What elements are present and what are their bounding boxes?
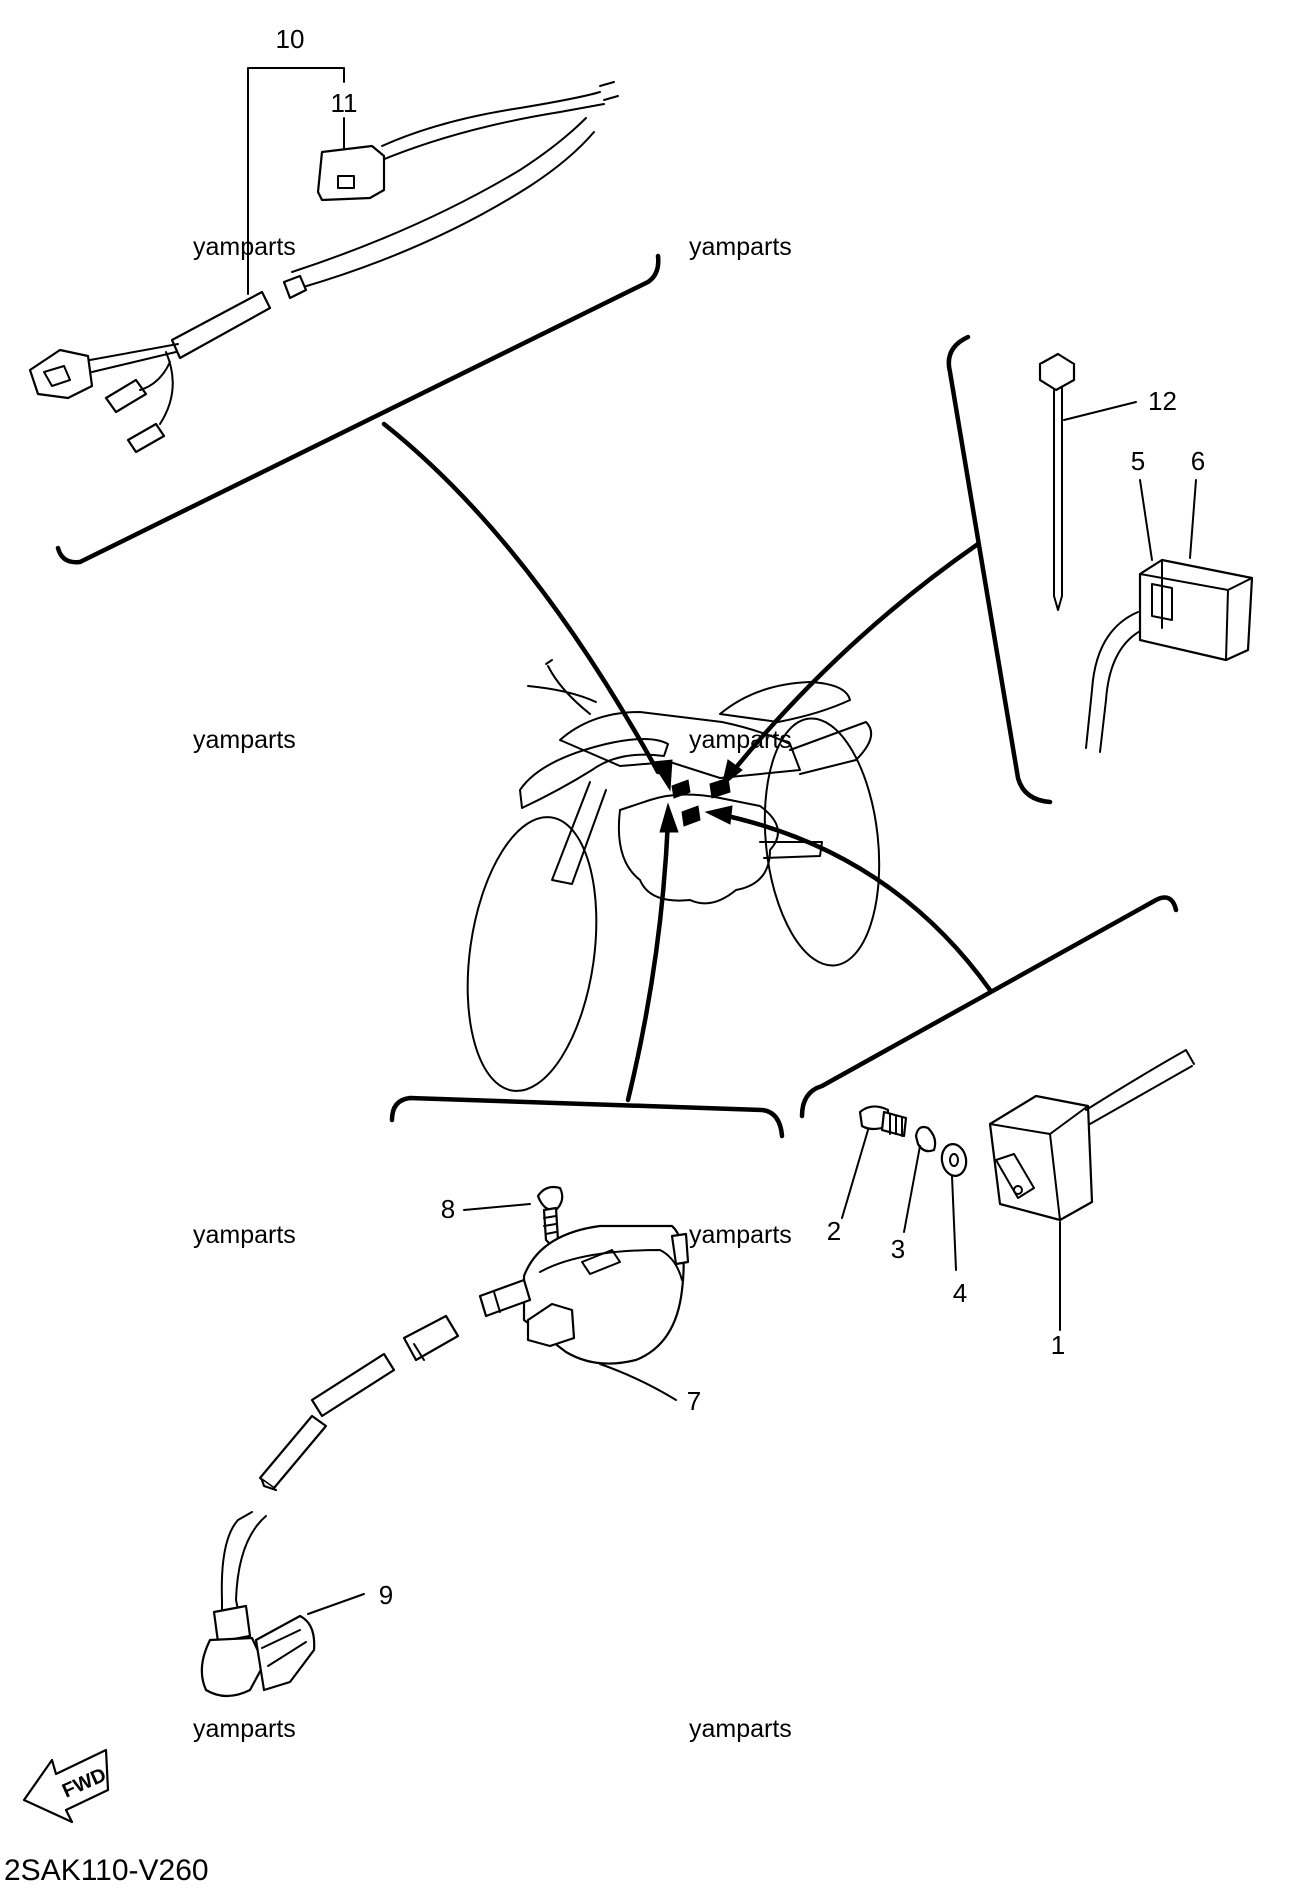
- frame-right: [946, 334, 1053, 805]
- ignition-coil-screw: [536, 1185, 564, 1212]
- arrow-cdi-unit: [715, 811, 993, 993]
- frame-top-left: [55, 253, 661, 565]
- watermark: yamparts: [689, 1221, 792, 1249]
- wire-harness-assembly: 10 11: [28, 24, 619, 454]
- cdi-unit-body: [988, 1094, 1094, 1222]
- wire-harness-coupler: [28, 348, 94, 400]
- watermark: yamparts: [689, 233, 792, 261]
- watermark: yamparts: [689, 726, 792, 754]
- callout-5: 5: [1131, 446, 1145, 476]
- callout-3: 3: [891, 1234, 905, 1264]
- callout-7: 7: [687, 1386, 701, 1416]
- arrow-wire-harness: [381, 421, 661, 775]
- callout-10: 10: [276, 24, 305, 54]
- fwd-arrow-icon: FWD: [22, 1748, 110, 1824]
- arrow-relay: [731, 541, 981, 773]
- frame-bottom-right: [799, 895, 1179, 1119]
- callout-9: 9: [379, 1580, 393, 1610]
- wire-harness-connector: [316, 144, 386, 202]
- spring-washer: [914, 1125, 937, 1153]
- watermark: yamparts: [689, 1715, 792, 1743]
- watermark: yamparts: [193, 1715, 296, 1743]
- callout-2: 2: [827, 1216, 841, 1246]
- relay-assembly: 5 6: [1085, 446, 1254, 753]
- cable-tie: 12: [1038, 352, 1177, 611]
- cdi-unit-assembly: 2 3 4 1: [827, 1049, 1195, 1360]
- leader-arrows: [381, 421, 993, 1103]
- watermark: yamparts: [193, 233, 296, 261]
- motorcycle-outline: [466, 659, 881, 1092]
- drawing-code: 2SAK110-V260: [4, 1854, 209, 1887]
- detail-frames: [55, 253, 1179, 1139]
- relay-body: [1138, 558, 1254, 662]
- plain-washer: [940, 1143, 968, 1177]
- watermark: yamparts: [193, 1221, 296, 1249]
- callout-4: 4: [953, 1278, 967, 1308]
- callout-11: 11: [331, 88, 358, 118]
- callout-6: 6: [1191, 446, 1205, 476]
- frame-bottom-middle: [389, 1095, 785, 1139]
- callout-8: 8: [441, 1194, 455, 1224]
- callout-12: 12: [1148, 386, 1177, 416]
- watermark-layer: yamparts yamparts yamparts yamparts yamp…: [193, 233, 792, 1743]
- watermark: yamparts: [193, 726, 296, 754]
- ignition-coil-assembly: 8 7 9: [200, 1185, 701, 1698]
- arrow-ignition-coil: [625, 817, 671, 1103]
- spark-plug-cap: [200, 1636, 266, 1698]
- callout-1: 1: [1051, 1330, 1065, 1360]
